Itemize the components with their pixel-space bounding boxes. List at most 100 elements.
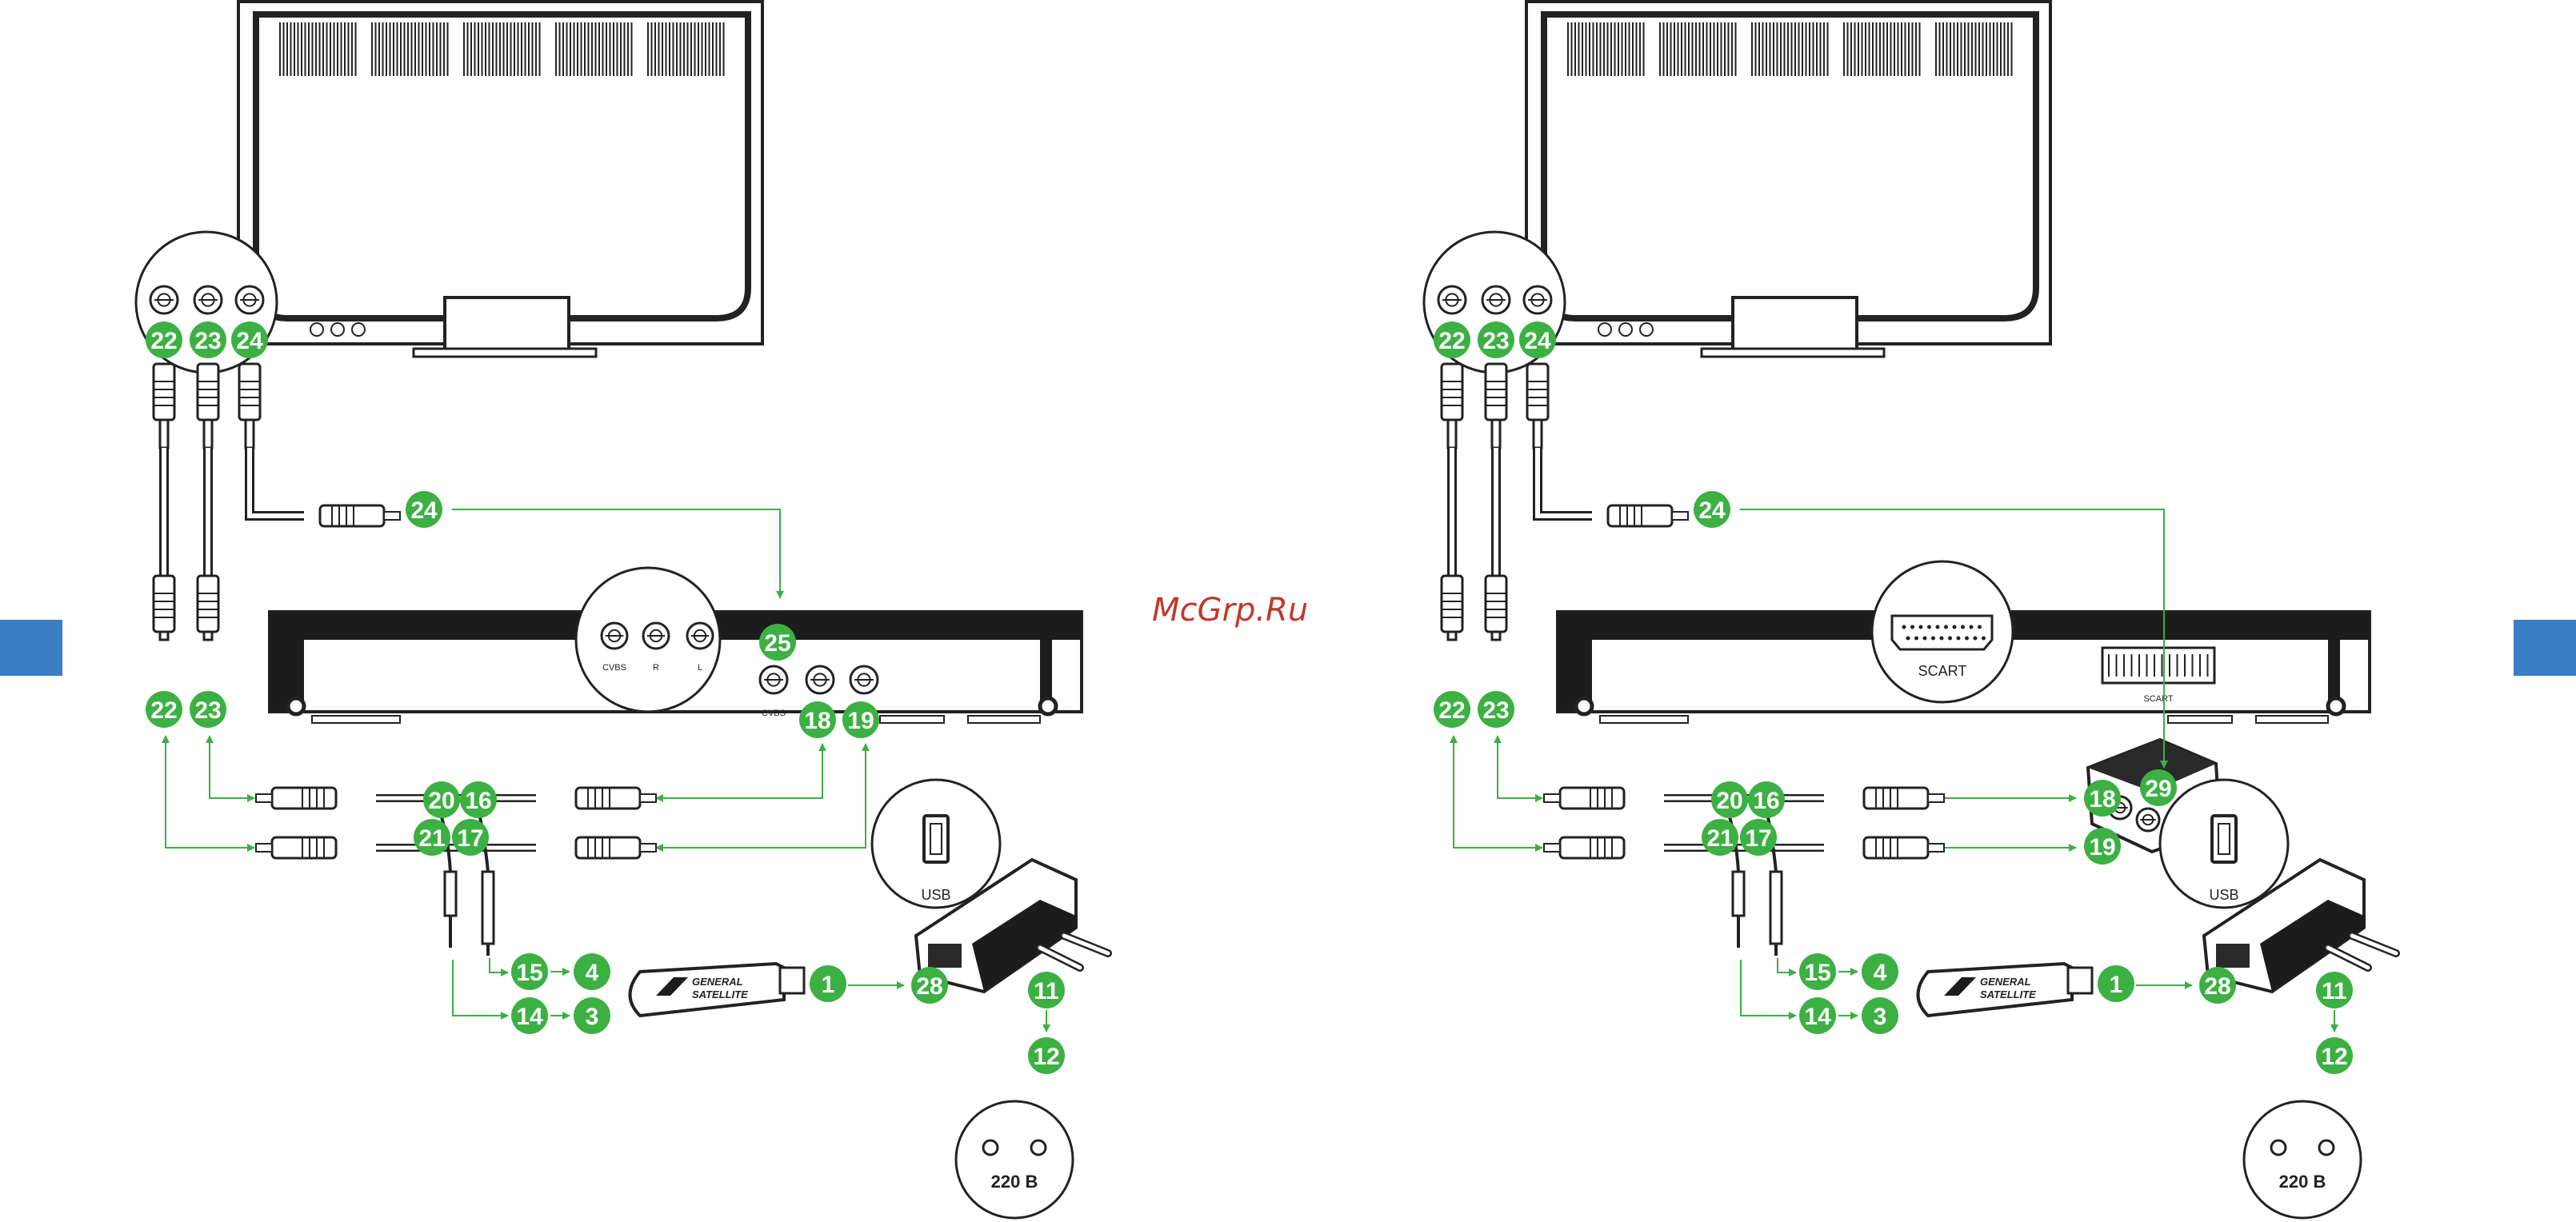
svg-text:4: 4 [586,960,599,986]
outlet-hole-2 [1031,1140,1046,1155]
svg-text:29: 29 [2145,776,2171,802]
badge-stb-l: 19 [842,701,879,738]
tv-monitor [1526,2,2050,357]
plug-split-18 [576,788,656,809]
line-14 [1741,960,1796,1016]
stb-cvbs-label: CVBS [762,709,786,718]
tv-video-in-port [1438,286,1466,313]
dongle-usb-plug [780,968,804,993]
plug-split-18 [1864,788,1944,809]
plug-22-end [154,576,174,640]
svg-text:17: 17 [457,825,483,852]
outlet-voltage-label: 220 В [991,1172,1038,1192]
badge-jack-14: 14 [1799,997,1836,1034]
zoom-r-port [643,623,669,649]
tv-button-1 [1598,323,1611,336]
line-23 [210,736,254,798]
badge-tv-right: 23 [1478,321,1514,358]
svg-text:25: 25 [764,630,790,657]
stb-foot-left [288,698,304,714]
svg-text:3: 3 [586,1004,599,1030]
badge-split-17: 17 [452,819,489,856]
line-19 [656,744,866,848]
svg-text:24: 24 [1698,497,1726,524]
wall-outlet [2244,1101,2361,1218]
dongle-usb-plug [2068,968,2092,993]
svg-text:12: 12 [1033,1044,1059,1070]
badge-cable-22: 22 [146,691,182,728]
svg-text:3: 3 [1874,1004,1887,1030]
plug-23-end [198,576,218,640]
svg-text:22: 22 [1438,328,1465,354]
zoom-scart-label: SCART [1918,663,1967,679]
badge-tv-left: 24 [1519,321,1556,358]
plug-split-22 [1544,837,1624,858]
usb-zoom-label: USB [921,887,950,903]
badge-adapter-29: 29 [2140,769,2177,806]
badge-cable-23: 23 [190,691,226,728]
svg-text:28: 28 [916,973,942,1000]
jack-15 [482,872,494,944]
stb-r-port [806,666,834,693]
zoom-cvbs-label: CVBS [602,663,626,673]
tv-audio-l-port [236,286,263,313]
stb-foot-pad-0 [1600,716,1688,723]
badge-charger-28: 28 [2199,967,2236,1004]
badge-plug-11: 11 [1028,972,1065,1008]
tv-video-in-port [150,286,178,313]
badge-plug-11: 11 [2316,972,2353,1008]
badge-cable-22: 22 [1434,691,1470,728]
panel-composite-connection: 222324242223CVBSRLCVBS251819201621171514… [136,2,1108,1218]
line-23 [1498,736,1542,798]
badge-jack-14: 14 [511,997,548,1034]
svg-text:1: 1 [822,972,835,998]
tv-audio-r-port [1482,286,1510,313]
svg-text:23: 23 [1482,697,1509,724]
svg-text:22: 22 [150,328,177,354]
plug-tv-right [1486,364,1506,448]
stb-foot-right [2328,698,2344,714]
scart-connector-zoom [1892,616,1992,649]
svg-text:18: 18 [2089,786,2115,813]
svg-text:24: 24 [410,497,438,524]
badge-outlet-12: 12 [1028,1037,1065,1074]
badge-dongle-4: 4 [1862,953,1898,990]
cable-24 [250,448,304,516]
svg-text:21: 21 [418,825,445,852]
badge-split-16: 16 [1748,781,1785,818]
svg-text:20: 20 [428,788,454,814]
svg-text:23: 23 [194,328,221,354]
usb-dongle: GENERALSATELLITE [1918,964,2093,1016]
line-14 [453,960,508,1016]
svg-text:15: 15 [516,960,542,986]
stb-foot-pad-2 [968,716,1040,723]
tv-stand-base [414,349,596,357]
tv-button-3 [352,323,365,336]
badge-dongle-3: 3 [1862,997,1898,1034]
svg-text:23: 23 [1482,328,1509,354]
stb-foot-pad-1 [2168,716,2232,723]
svg-text:23: 23 [194,697,221,724]
jack-14 [1733,872,1744,916]
line-18 [656,744,822,798]
svg-text:4: 4 [1874,960,1887,986]
tv-audio-l-port [1524,286,1551,313]
tv-button-2 [331,323,344,336]
stb-l-port [850,666,878,693]
cable-24 [1538,448,1592,516]
badge-stb-cvbs: 25 [759,624,796,661]
plug-tv-left [239,364,260,448]
tv-button-3 [1640,323,1653,336]
stb-scart-port [2102,648,2214,683]
badge-split-20: 20 [1711,781,1748,818]
badge-adapter-19: 19 [2084,828,2121,865]
plug-split-19 [576,837,656,858]
badge-split-17: 17 [1740,819,1777,856]
tv-monitor [238,2,762,357]
svg-text:14: 14 [516,1004,543,1030]
badge-tv-video: 22 [146,321,182,358]
stb-foot-pad-0 [312,716,400,723]
outlet-hole-2 [2319,1140,2334,1155]
usb-zoom-label: USB [2209,887,2238,903]
